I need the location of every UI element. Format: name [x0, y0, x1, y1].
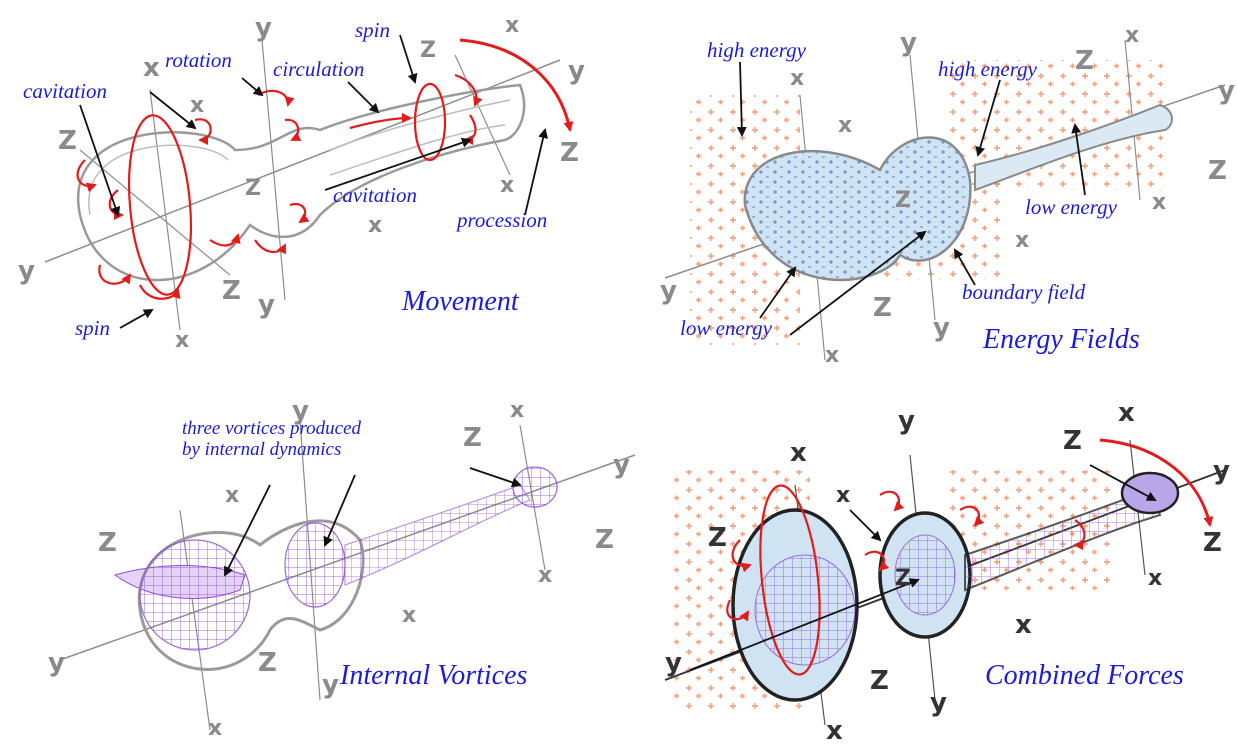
axis-label-x: x: [143, 53, 160, 83]
axis-label-y: y: [1213, 456, 1230, 486]
axis-label-z: Z: [1063, 426, 1082, 456]
axis-label-y: y: [292, 396, 309, 426]
axis-label-z: Z: [895, 188, 911, 213]
axis-label-y: y: [900, 28, 917, 58]
axis-label-z: Z: [595, 525, 614, 555]
energy-tail: [974, 103, 1173, 192]
movement-pointers: [79, 34, 549, 329]
axis-label-y: y: [933, 313, 950, 343]
axis-label-x: x: [225, 483, 240, 508]
axis-label-y: y: [660, 276, 677, 306]
axis-label-y: y: [322, 670, 339, 700]
axis-label-x: x: [790, 438, 807, 468]
label-spin-bottom: spin: [75, 316, 111, 340]
axis-label-z: Z: [58, 126, 77, 156]
axis-label-x: x: [510, 398, 525, 423]
label-three-vortices-line1: three vortices produced: [182, 418, 362, 439]
axis-label-x: x: [1125, 23, 1140, 48]
axis-label-z: Z: [245, 176, 261, 201]
axis-label-y: y: [898, 406, 915, 436]
label-low-energy-left: low energy: [680, 316, 772, 340]
axis-label-z: Z: [258, 648, 277, 678]
movement-y-axis-2: [261, 39, 286, 301]
axis-label-y: y: [665, 648, 682, 678]
label-circulation: circulation: [273, 57, 365, 81]
combined-small-sphere: [1120, 471, 1180, 515]
label-high-energy-right: high energy: [938, 57, 1037, 81]
axis-label-x: x: [500, 173, 515, 198]
axis-label-z: Z: [1203, 528, 1222, 558]
axis-label-x: x: [790, 66, 805, 91]
vortices-body-outline: [137, 519, 365, 671]
axis-label-y: y: [258, 290, 275, 320]
axis-label-x: x: [208, 716, 223, 741]
movement-panel: [44, 34, 574, 331]
axis-label-x: x: [825, 343, 840, 368]
panel-title-internal-vortices: Internal Vortices: [340, 660, 528, 691]
vortices-pointers: [224, 467, 522, 577]
axis-label-x: x: [1015, 610, 1032, 640]
axis-label-y: y: [48, 648, 65, 678]
axis-label-z: Z: [1208, 156, 1227, 186]
axis-label-x: x: [175, 328, 190, 353]
axis-label-x: x: [826, 716, 843, 746]
label-procession: procession: [457, 208, 548, 232]
internal-vortices-panel: [59, 419, 636, 731]
axis-label-y: y: [18, 256, 35, 286]
axis-label-x: x: [1148, 566, 1163, 591]
panel-title-energy-fields: Energy Fields: [983, 324, 1140, 355]
label-rotation: rotation: [165, 48, 232, 72]
axis-label-z: Z: [463, 423, 482, 453]
label-cavitation-mid: cavitation: [333, 183, 417, 207]
axis-label-x: x: [190, 93, 205, 118]
axis-label-x: x: [1152, 190, 1167, 215]
combined-spin-arrows: [726, 438, 1214, 676]
axis-label-y: y: [613, 450, 630, 480]
vortex-small: [512, 466, 558, 508]
panel-title-combined-forces: Combined Forces: [985, 660, 1184, 691]
axis-label-x: x: [838, 113, 853, 138]
energy-fields-panel: [664, 39, 1226, 361]
axis-label-z: Z: [98, 528, 117, 558]
axis-label-x: x: [368, 213, 383, 238]
vortex-neck: [344, 484, 531, 586]
movement-z-axis-1: [79, 149, 231, 276]
axis-label-z: Z: [870, 666, 889, 696]
axis-label-z: Z: [222, 276, 241, 306]
vortex-middle: [284, 522, 346, 608]
label-high-energy-left: high energy: [707, 38, 806, 62]
axis-label-y: y: [1218, 76, 1235, 106]
axis-label-z: Z: [1075, 46, 1094, 76]
axis-label-y: y: [930, 688, 947, 718]
axis-label-x: x: [402, 603, 417, 628]
movement-x-axis-3: [454, 54, 511, 176]
label-spin-top: spin: [355, 18, 391, 42]
axis-label-x: x: [538, 563, 553, 588]
axis-label-y: y: [568, 56, 585, 86]
axis-label-z: Z: [708, 523, 727, 553]
label-boundary-field: boundary field: [962, 280, 1086, 304]
label-cavitation-left: cavitation: [23, 79, 107, 103]
label-low-energy-right: low energy: [1025, 195, 1117, 219]
panel-title-movement: Movement: [402, 286, 519, 317]
axis-label-x: x: [1015, 228, 1030, 253]
combined-forces-panel: [664, 438, 1226, 726]
axis-label-z: Z: [560, 138, 579, 168]
movement-body-outline: [76, 83, 526, 282]
axis-label-x: x: [1118, 398, 1135, 428]
axis-label-x: x: [505, 13, 520, 38]
axis-label-z: Z: [895, 566, 911, 591]
combined-pointers: [689, 464, 1157, 671]
label-three-vortices-line2: by internal dynamics: [182, 439, 342, 460]
energy-pointers: [736, 61, 1086, 336]
movement-y-axis: [44, 59, 561, 263]
axis-label-z: Z: [420, 38, 436, 63]
axis-label-x: x: [836, 483, 851, 508]
vortex-large: [139, 539, 251, 651]
axis-label-y: y: [255, 13, 272, 43]
axis-label-z: Z: [873, 293, 892, 323]
